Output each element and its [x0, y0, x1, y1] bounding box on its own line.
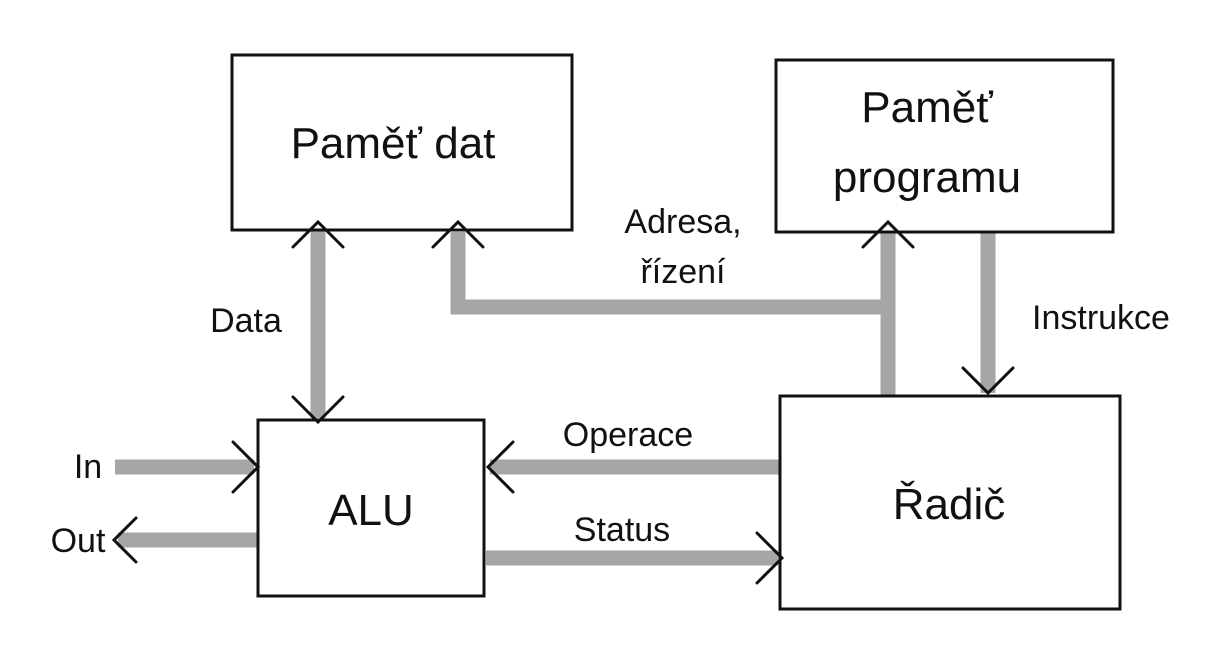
address-control-bus [450, 232, 888, 315]
instruction-bus-label: Instrukce [1032, 299, 1170, 337]
alu-block [256, 418, 486, 598]
input-bus-label: In [74, 448, 102, 486]
program-memory-label-line2: programu [833, 153, 1021, 202]
alu-label: ALU [328, 486, 414, 535]
output-bus-label: Out [51, 522, 106, 560]
bus-labels: Data Adresa, řízení Instrukce Operace St… [51, 203, 1170, 560]
blocks [230, 53, 1122, 611]
controller-label: Řadič [893, 480, 1006, 529]
address-bus-label-line1: Adresa, [624, 203, 741, 241]
instruction-bus-arrow [961, 366, 1015, 396]
data-memory-block [230, 53, 574, 232]
controller-block [778, 394, 1122, 611]
data-bus-label: Data [210, 302, 282, 340]
status-bus-label: Status [574, 511, 670, 549]
address-bus-label-line2: řízení [640, 253, 726, 291]
data-bus-arrow-down [291, 395, 345, 425]
address-bus-arrow-program-memory [861, 219, 915, 249]
program-memory-block [774, 58, 1115, 234]
data-bus-arrow-up [291, 219, 345, 249]
arrow-heads [111, 219, 1015, 585]
operation-bus-label: Operace [563, 416, 693, 454]
output-bus-arrow [111, 516, 138, 564]
status-bus-arrow [755, 531, 785, 585]
program-memory-label-line1: Paměť [861, 83, 993, 132]
buses [115, 230, 996, 566]
operation-bus-arrow [485, 440, 515, 494]
data-memory-label: Paměť dat [291, 119, 496, 168]
input-bus-arrow [231, 440, 261, 494]
block-labels: Paměť dat Paměť programu ALU Řadič [291, 83, 1022, 535]
address-bus-arrow-data-memory [431, 219, 485, 249]
